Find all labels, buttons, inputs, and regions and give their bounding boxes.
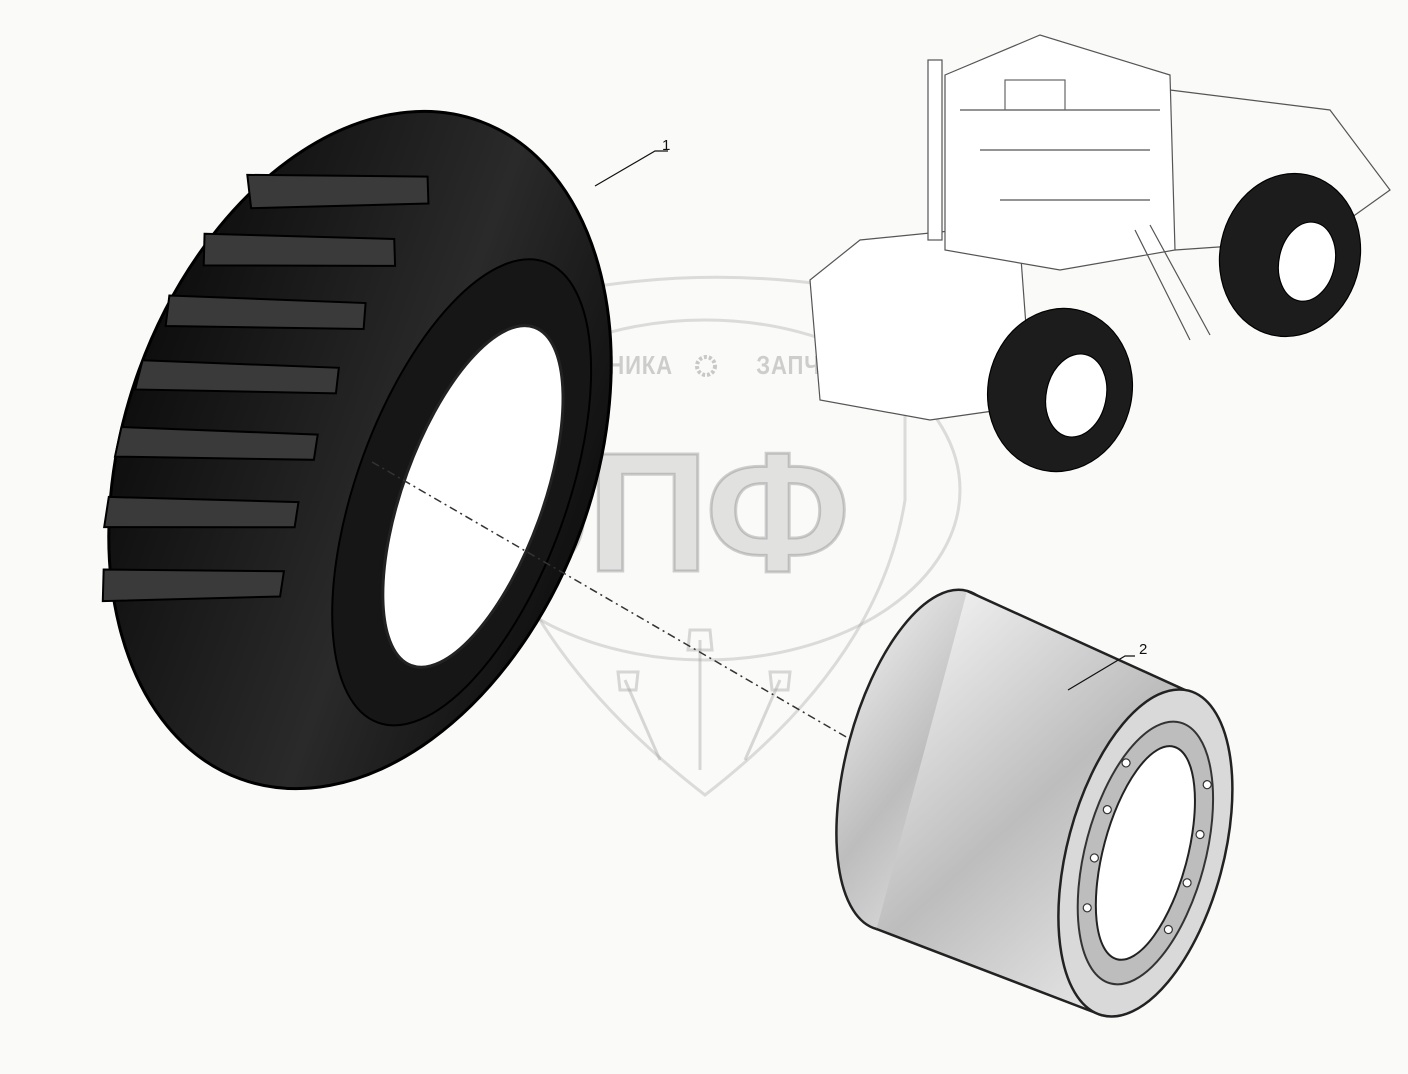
tire [101, 109, 613, 791]
callout-label-1: 1 [662, 137, 671, 154]
wheat-icon [616, 628, 792, 770]
tractor-wheel-rear [1218, 172, 1362, 338]
tractor-wheel-front [986, 307, 1134, 473]
tractor-reference-view [809, 34, 1391, 473]
gear-icon [695, 355, 717, 377]
tire-tread-lugs [101, 173, 430, 603]
wheel-rim [835, 588, 1234, 1018]
rim-bolt-holes [1082, 758, 1212, 935]
callout-leader-1 [594, 150, 668, 187]
callout-leader-2 [1067, 655, 1135, 691]
callout-label-2: 2 [1139, 641, 1148, 658]
assembly-axis-line [371, 461, 861, 746]
